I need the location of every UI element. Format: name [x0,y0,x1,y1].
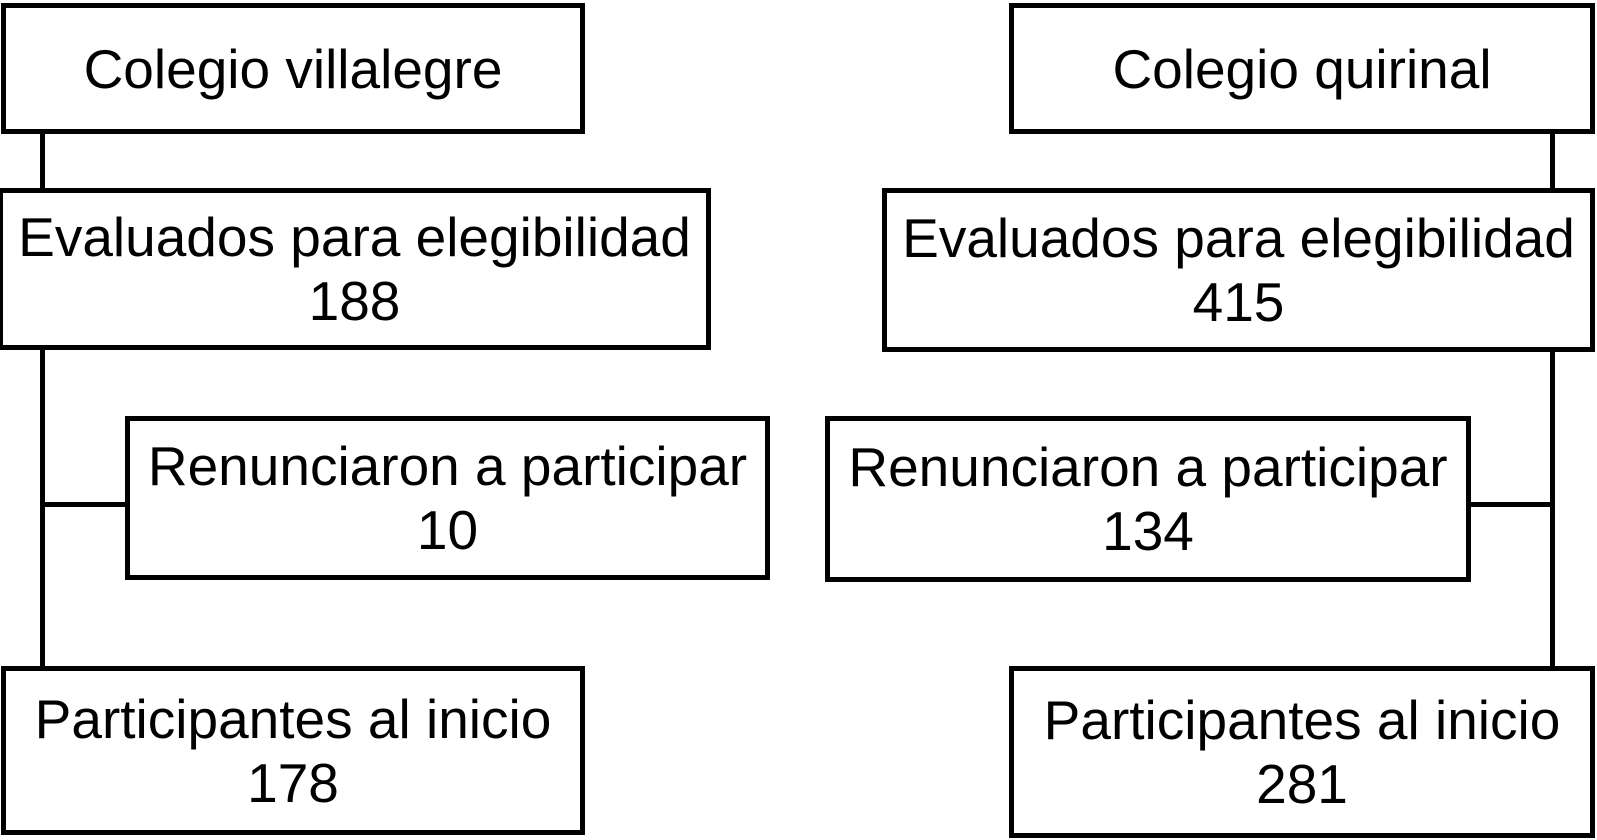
box-label: Evaluados para elegibilidad [18,206,691,268]
box-label: Colegio villalegre [83,37,503,100]
box-quirinal-school: Colegio quirinal [1009,3,1595,134]
box-quirinal-evaluated: Evaluados para elegibilidad 415 [882,188,1595,352]
box-value: 178 [247,751,339,814]
connector-villalegre-branch-to-declined [40,502,128,507]
box-villalegre-declined: Renunciaron a participar 10 [125,416,770,580]
box-label: Colegio quirinal [1112,37,1492,100]
box-villalegre-school: Colegio villalegre [1,3,585,134]
connector-villalegre-evaluated-to-baseline [40,348,45,668]
connector-villalegre-school-to-evaluated [40,132,45,190]
box-villalegre-evaluated: Evaluados para elegibilidad 188 [0,188,711,350]
box-label: Evaluados para elegibilidad [902,207,1575,269]
box-value: 188 [308,270,401,332]
box-quirinal-baseline: Participantes al inicio 281 [1009,666,1595,838]
box-label: Renunciaron a participar [147,435,748,497]
box-label: Participantes al inicio [34,687,552,750]
box-value: 281 [1256,753,1348,815]
connector-quirinal-school-to-evaluated [1550,132,1555,190]
box-label: Renunciaron a participar [848,436,1448,498]
box-label: Participantes al inicio [1043,689,1561,751]
box-value: 415 [1192,271,1285,333]
connector-quirinal-evaluated-to-baseline [1550,350,1555,668]
connector-quirinal-branch-to-declined [1466,502,1555,507]
box-quirinal-declined: Renunciaron a participar 134 [825,416,1471,582]
box-value: 10 [416,499,479,561]
box-villalegre-baseline: Participantes al inicio 178 [1,666,585,835]
box-value: 134 [1102,500,1194,562]
